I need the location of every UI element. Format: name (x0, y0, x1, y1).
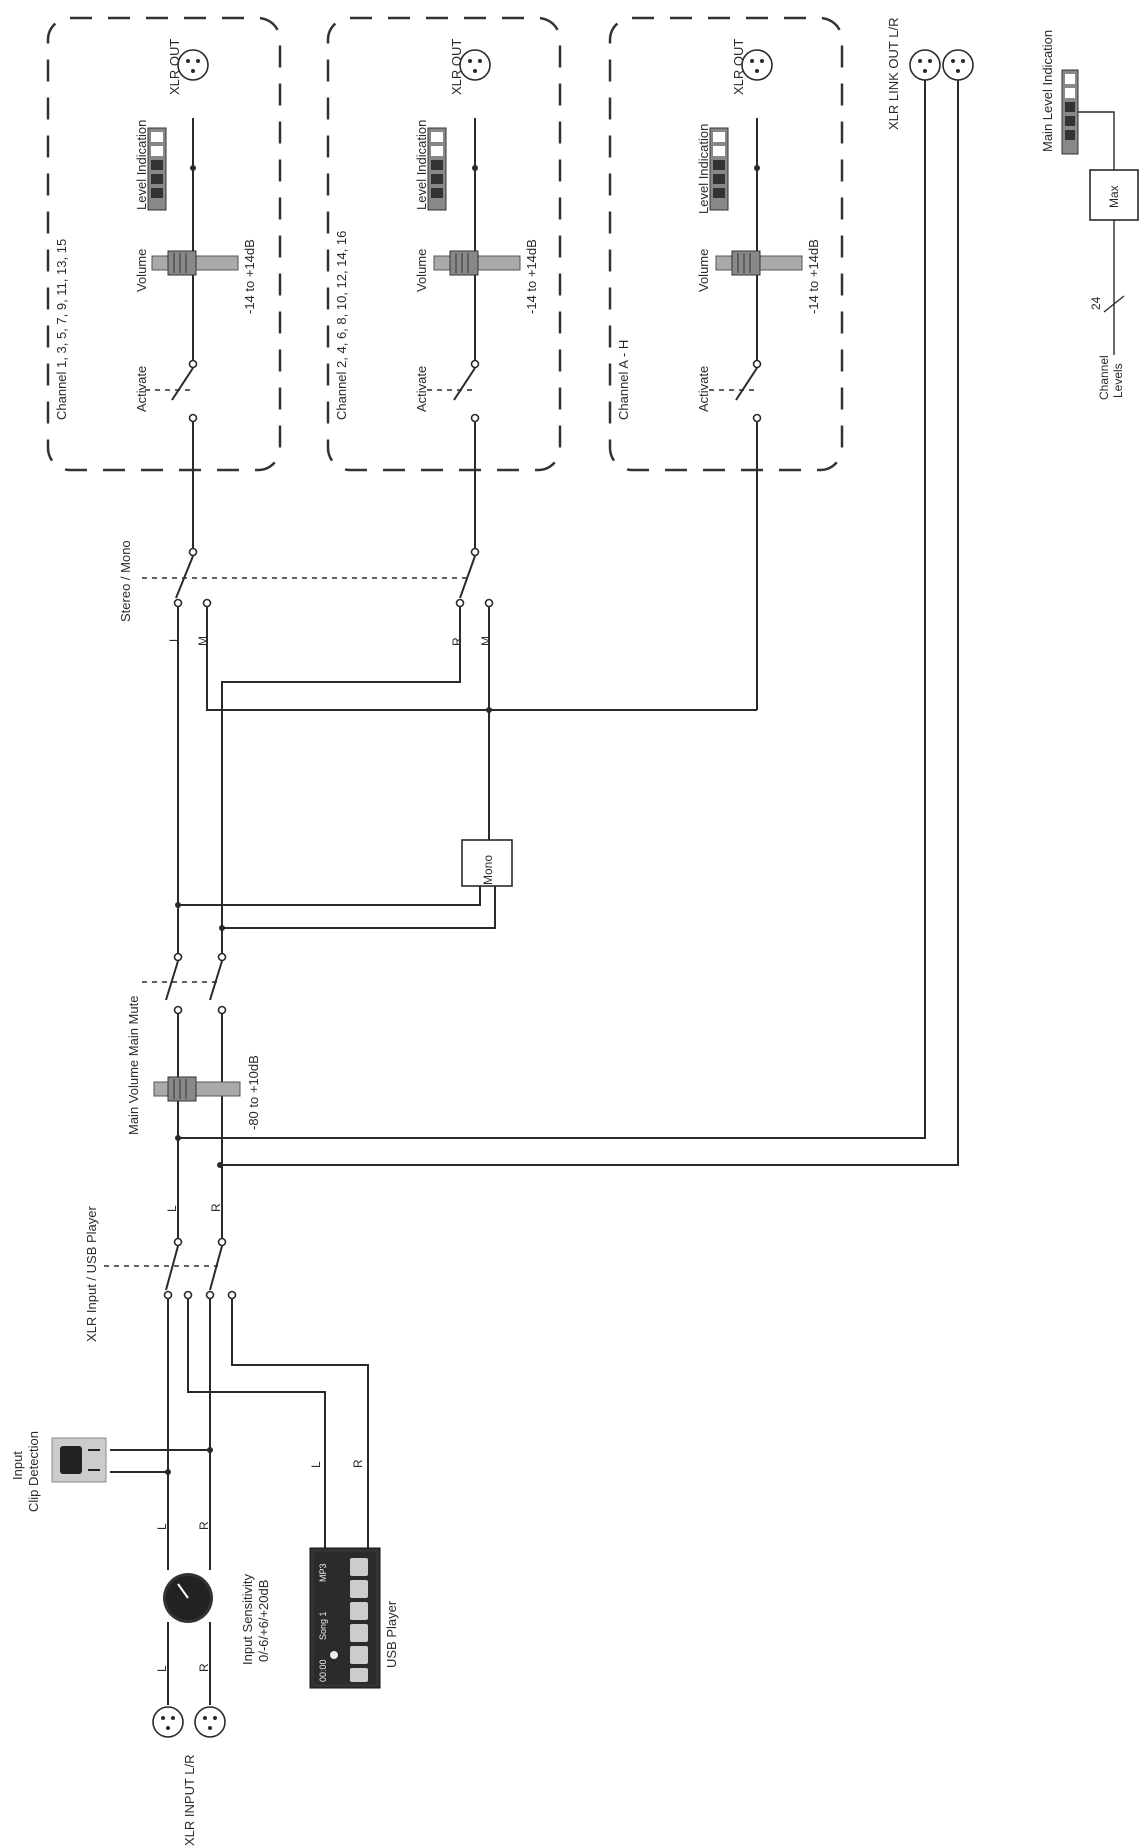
volume-label-3: Volume (696, 249, 711, 292)
bus-count-label: 24 (1089, 296, 1103, 310)
stereo-mono-label: Stereo / Mono (118, 540, 133, 622)
level-indication-label-3: Level Indication (696, 124, 711, 214)
main-volume-range-label: -80 to +10dB (246, 1055, 261, 1130)
usb-close-icon (350, 1668, 368, 1682)
signal-l-label-3: L (165, 1205, 179, 1212)
clip-detection-label-2: Clip Detection (26, 1431, 41, 1512)
xlr-link-out-connector-l (909, 49, 941, 81)
clip-led-icon (51, 1437, 107, 1483)
usb-l-path (187, 1299, 326, 1548)
main-level-meter-icon (1061, 69, 1079, 155)
signal-r-label-4: R (197, 1521, 211, 1530)
input-sensitivity-label-1: Input Sensitivity (240, 1573, 255, 1665)
max-block (1089, 169, 1139, 221)
source-select-label: XLR Input / USB Player (84, 1205, 99, 1342)
usb-shuffle-icon (350, 1580, 368, 1598)
usb-repeat-icon (350, 1558, 368, 1576)
main-level-wire (1078, 111, 1115, 170)
xlr-out-connector-3 (741, 49, 773, 81)
main-volume-label: Main Volume Main Mute (126, 996, 141, 1135)
input-sensitivity-label-2: 0/-6/+6/+20dB (256, 1580, 271, 1662)
main-mute-switch (142, 952, 227, 1015)
xlr-out-label-3: XLR OUT (731, 39, 746, 95)
level-indication-label-2: Level Indication (414, 120, 429, 210)
channel-group-box-2 (326, 16, 562, 472)
channel-group-label-1: Channel 1, 3, 5, 7, 9, 11, 13, 15 (54, 239, 69, 420)
input-sensitivity-knob-icon (163, 1573, 213, 1623)
volume-label-1: Volume (134, 249, 149, 292)
mono-input-wire-l (178, 885, 481, 906)
signal-l-label-1: L (167, 635, 181, 642)
volume-range-label-2: -14 to +14dB (524, 239, 539, 314)
channel-group-box-1 (46, 16, 282, 472)
link-out-wire-l (178, 80, 926, 1139)
volume-fader-icon-1 (151, 250, 239, 276)
stereo-mono-switch-2 (455, 547, 494, 608)
level-meter-icon-3 (709, 127, 729, 211)
usb-play-icon (350, 1624, 368, 1642)
usb-player-label: USB Player (384, 1600, 399, 1668)
channel-group-label-2: Channel 2, 4, 6, 8, 10, 12, 14, 16 (334, 231, 349, 420)
signal-m-label-1: M (196, 636, 210, 646)
xlr-out-connector-1 (177, 49, 209, 81)
signal-r-label-5: R (197, 1663, 211, 1672)
volume-label-2: Volume (414, 249, 429, 292)
volume-range-label-3: -14 to +14dB (806, 239, 821, 314)
level-meter-icon-2 (427, 127, 447, 211)
usb-progress-dot (330, 1651, 338, 1659)
signal-r-label-3: R (209, 1203, 223, 1212)
usb-player-device (309, 1547, 381, 1689)
usb-next-icon (350, 1602, 368, 1620)
signal-l-label-4: L (155, 1523, 169, 1530)
activate-label-2: Activate (414, 366, 429, 412)
xlr-input-connector-r (194, 1706, 226, 1738)
source-select-switch (104, 1237, 237, 1300)
mono-block-label: Mono (481, 855, 495, 885)
signal-l-label-usb: L (309, 1461, 323, 1468)
usb-player-time: 00:00 (318, 1659, 328, 1682)
max-block-label: Max (1107, 185, 1121, 208)
xlr-input-label: XLR INPUT L/R (182, 1754, 197, 1846)
xlr-link-out-connector-r (942, 49, 974, 81)
channel-group-1-chain (145, 118, 198, 550)
mono-sum-wire (206, 607, 757, 711)
channel-levels-label-1: Channel (1097, 355, 1111, 400)
usb-player-format: MP3 (318, 1563, 328, 1582)
volume-fader-icon-2 (433, 250, 521, 276)
right-bus-wire (221, 607, 461, 955)
usb-player-song: Song 1 (318, 1611, 328, 1640)
xlr-link-out-label: XLR LINK OUT L/R (886, 18, 901, 130)
xlr-out-label-2: XLR OUT (449, 39, 464, 95)
xlr-out-label-1: XLR OUT (167, 39, 182, 95)
signal-m-label-2: M (479, 636, 493, 646)
signal-l-label-5: L (155, 1665, 169, 1672)
mono-input-wire-r (222, 885, 496, 929)
main-volume-fader-icon (153, 1076, 241, 1102)
channel-group-box-3 (608, 16, 844, 472)
main-level-indication-label: Main Level Indication (1040, 30, 1055, 152)
bus-slash (1103, 295, 1125, 313)
volume-range-label-1: -14 to +14dB (242, 239, 257, 314)
signal-r-label-2: R (450, 637, 464, 646)
clip-detection-label-1: Input (10, 1451, 25, 1480)
activate-label-3: Activate (696, 366, 711, 412)
usb-r-path (231, 1299, 369, 1548)
level-meter-icon-1 (147, 127, 167, 211)
activate-label-1: Activate (134, 366, 149, 412)
link-out-wire-r (220, 80, 959, 1166)
stereo-mono-switch-1 (173, 547, 212, 608)
channel-levels-label-2: Levels (1111, 363, 1125, 398)
usb-prev-icon (350, 1646, 368, 1664)
mono-block (461, 839, 513, 887)
volume-fader-icon-3 (715, 250, 803, 276)
signal-r-label-usb: R (351, 1459, 365, 1468)
xlr-out-connector-2 (459, 49, 491, 81)
level-indication-label-1: Level Indication (134, 120, 149, 210)
channel-group-label-3: Channel A - H (616, 340, 631, 420)
xlr-input-connector-l (152, 1706, 184, 1738)
